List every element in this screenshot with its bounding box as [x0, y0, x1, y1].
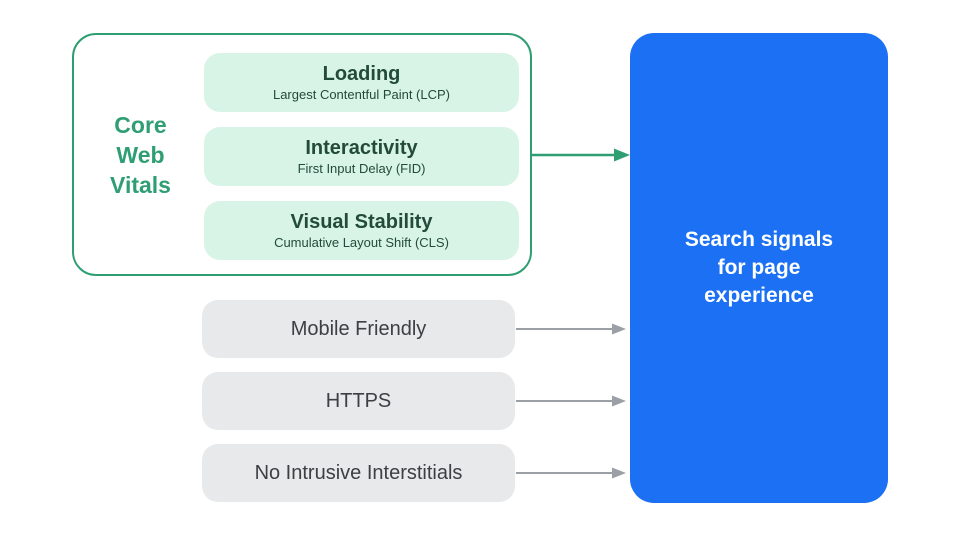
core-web-vitals-group: Core Web Vitals Loading Largest Contentf…: [72, 33, 532, 276]
vital-title: Visual Stability: [290, 211, 433, 233]
vital-item-visual-stability: Visual Stability Cumulative Layout Shift…: [204, 201, 519, 260]
arrow-core-web-vitals: [532, 148, 630, 162]
core-web-vitals-label: Core Web Vitals: [110, 111, 171, 198]
arrow-no-intrusive-interstitials: [516, 467, 626, 479]
vital-title: Interactivity: [305, 137, 418, 159]
vital-subtitle: Cumulative Layout Shift (CLS): [274, 235, 449, 250]
signal-box-no-intrusive-interstitials: No Intrusive Interstitials: [202, 444, 515, 502]
vital-item-loading: Loading Largest Contentful Paint (LCP): [204, 53, 519, 112]
signal-box-mobile-friendly: Mobile Friendly: [202, 300, 515, 358]
vital-subtitle: Largest Contentful Paint (LCP): [272, 87, 451, 102]
search-signals-label: Search signals for page experience: [684, 228, 834, 307]
search-signals-box: Search signals for page experience: [630, 33, 888, 503]
arrow-mobile-friendly: [516, 323, 626, 335]
core-web-vitals-items: Loading Largest Contentful Paint (LCP) I…: [204, 53, 519, 260]
arrow-https: [516, 395, 626, 407]
vital-subtitle: First Input Delay (FID): [297, 161, 426, 176]
vital-title: Loading: [322, 63, 401, 85]
other-signals-list: Mobile Friendly HTTPS No Intrusive Inter…: [202, 300, 515, 502]
signal-box-https: HTTPS: [202, 372, 515, 430]
vital-item-interactivity: Interactivity First Input Delay (FID): [204, 127, 519, 186]
